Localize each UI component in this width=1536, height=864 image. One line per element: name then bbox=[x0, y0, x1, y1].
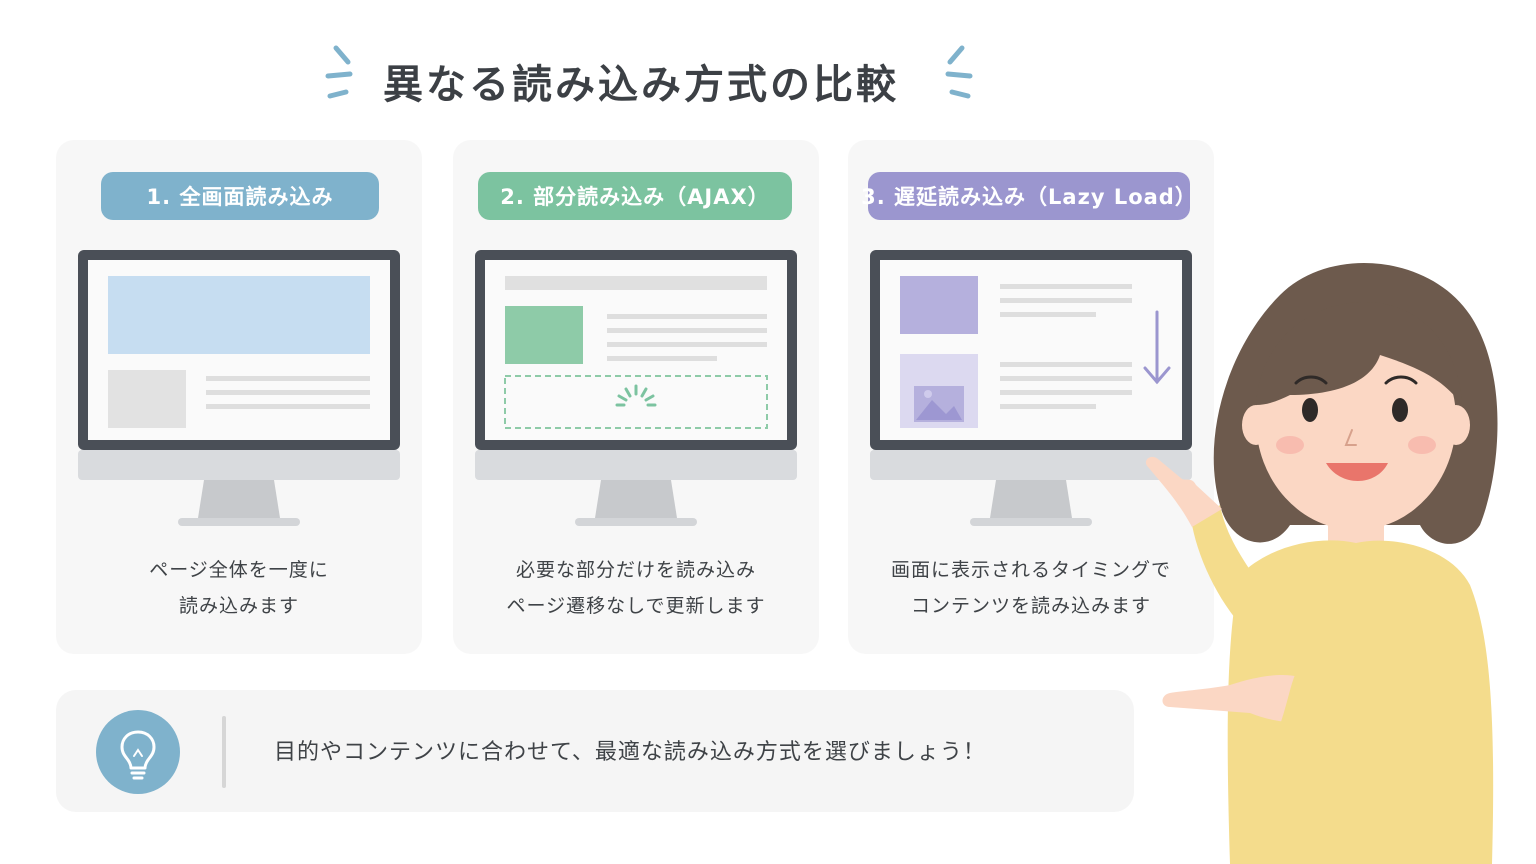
image-placeholder-icon bbox=[914, 386, 964, 422]
monitor-illustration bbox=[78, 250, 400, 526]
monitor-illustration bbox=[870, 250, 1192, 526]
card-partial-load-ajax: 2. 部分読み込み（AJAX） 必要な部分だけを読み込み ページ遷移なしで更新し… bbox=[453, 140, 819, 654]
desc-line: 必要な部分だけを読み込み bbox=[515, 559, 756, 581]
tip-icon-circle bbox=[96, 710, 180, 794]
card-description: 画面に表示されるタイミングで コンテンツを読み込みます bbox=[848, 552, 1214, 624]
card-full-page-load: 1. 全画面読み込み ページ全体を一度に 読み込みます bbox=[56, 140, 422, 654]
lightbulb-icon bbox=[120, 730, 156, 780]
presenter-illustration bbox=[1145, 262, 1498, 864]
arrow-down-icon bbox=[1143, 310, 1171, 385]
tip-banner: 目的やコンテンツに合わせて、最適な読み込み方式を選びましょう！ bbox=[56, 690, 1134, 812]
tip-divider bbox=[222, 716, 226, 788]
desc-line: 画面に表示されるタイミングで bbox=[890, 559, 1171, 581]
desc-line: ページ全体を一度に bbox=[149, 559, 329, 581]
monitor-illustration bbox=[475, 250, 797, 526]
tip-text: 目的やコンテンツに合わせて、最適な読み込み方式を選びましょう！ bbox=[274, 740, 986, 765]
page-title: 異なる読み込み方式の比較 bbox=[383, 62, 899, 108]
desc-line: 読み込みます bbox=[178, 595, 299, 617]
sparkle-right-icon bbox=[945, 45, 973, 99]
card-description: ページ全体を一度に 読み込みます bbox=[56, 552, 422, 624]
card-lazy-load: 3. 遅延読み込み（Lazy Load） 画面に表示されるタイミングで コンテン… bbox=[848, 140, 1214, 654]
loading-spinner-icon bbox=[615, 384, 657, 407]
title-area: 異なる読み込み方式の比較 bbox=[0, 40, 1300, 120]
card-label: 2. 部分読み込み（AJAX） bbox=[478, 172, 792, 220]
desc-line: ページ遷移なしで更新します bbox=[506, 595, 766, 617]
sparkle-left-icon bbox=[325, 45, 353, 99]
desc-line: コンテンツを読み込みます bbox=[910, 595, 1151, 617]
card-label: 3. 遅延読み込み（Lazy Load） bbox=[861, 172, 1196, 220]
card-description: 必要な部分だけを読み込み ページ遷移なしで更新します bbox=[453, 552, 819, 624]
card-label: 1. 全画面読み込み bbox=[101, 172, 379, 220]
